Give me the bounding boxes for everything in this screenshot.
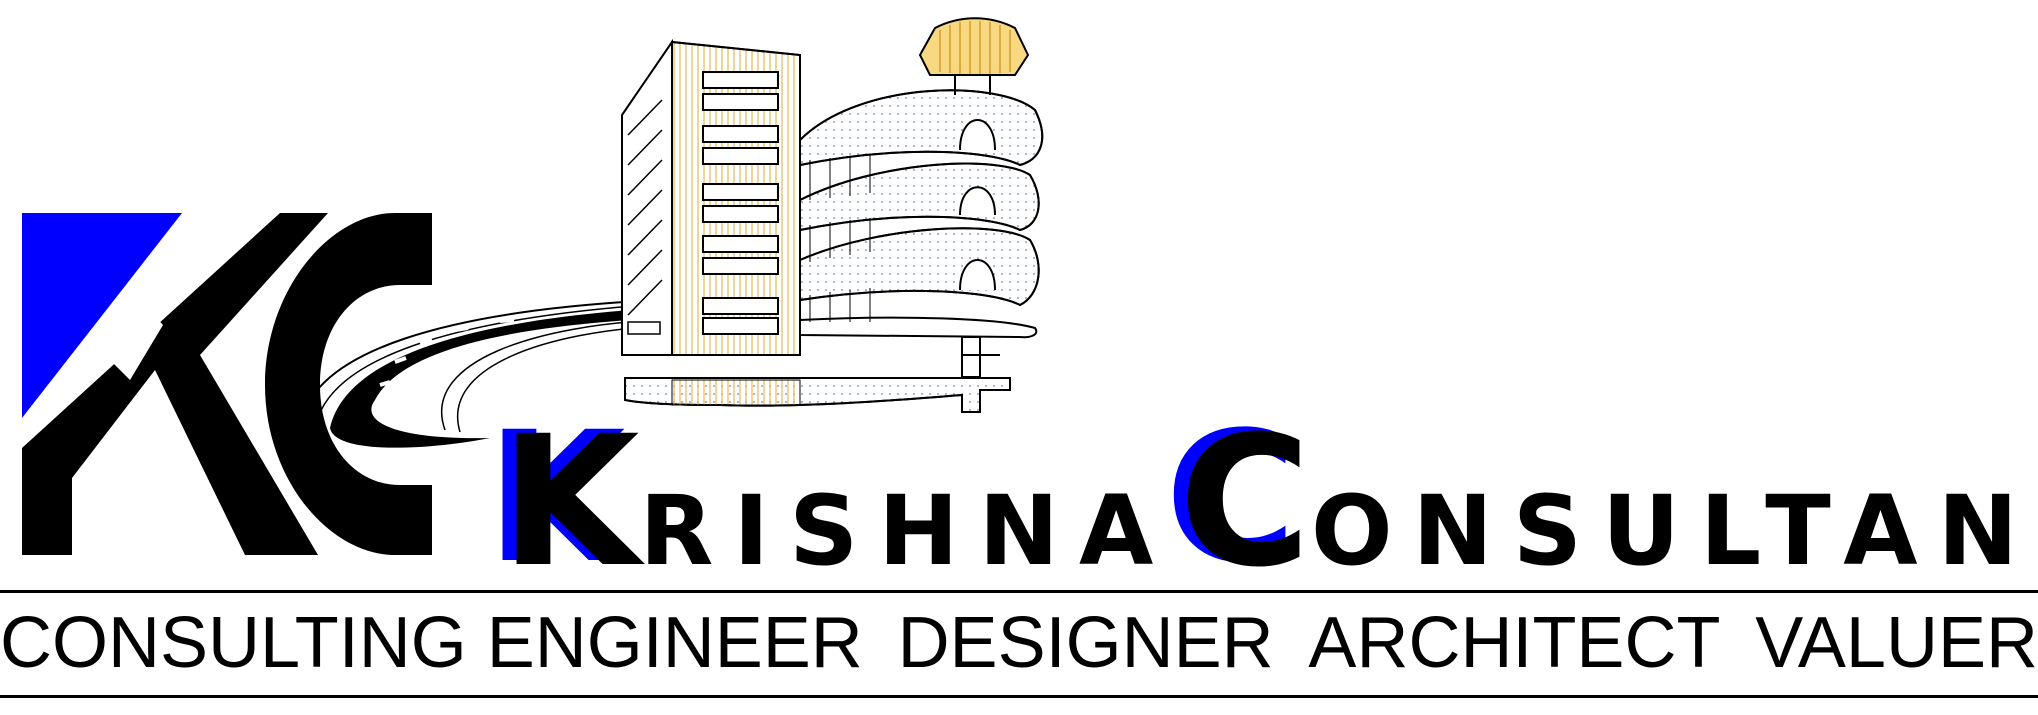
building-illustration [621, 17, 1044, 413]
divider-bottom [0, 695, 2038, 698]
monogram-c [265, 213, 432, 555]
tagline-consulting-engineer: CONSULTING ENGINEER [0, 603, 863, 683]
tagline-designer: DESIGNER [897, 603, 1274, 683]
tagline: CONSULTING ENGINEER DESIGNER ARCHITECT V… [0, 598, 2038, 688]
tagline-block: CONSULTING ENGINEER DESIGNER ARCHITECT V… [0, 590, 2038, 700]
tagline-valuer: VALUER [1755, 603, 2038, 683]
kc-monogram-logo [22, 17, 1044, 555]
road-icon [299, 299, 665, 448]
company-name-second-word: CCONSULTANT [1164, 394, 2038, 607]
company-name-rest-1: RISHNA [639, 475, 1174, 587]
monogram-k [22, 213, 328, 555]
tagline-architect: ARCHITECT [1308, 603, 1721, 683]
company-name-rest-2: ONSULTANT [1310, 475, 2038, 587]
divider-top [0, 590, 2038, 593]
